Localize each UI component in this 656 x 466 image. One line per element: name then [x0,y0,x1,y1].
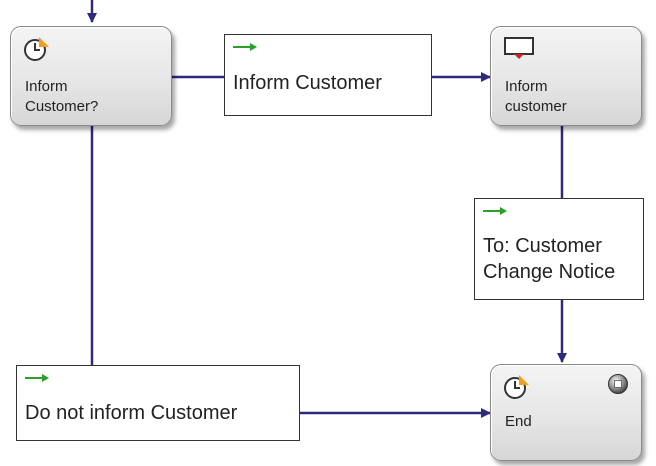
transition-arrow-icon [25,374,49,382]
transition-label-text: Inform Customer [233,72,382,94]
decision-node-inform-customer[interactable]: Inform Customer? [10,26,172,126]
transition-arrow-icon [483,207,507,215]
transition-label-inform-customer[interactable]: Inform Customer [224,34,432,116]
stop-icon [608,374,628,394]
transition-label-text: Do not inform Customer [25,402,238,424]
node-label: End [505,413,532,430]
transition-arrow-icon [233,43,257,51]
transition-label-to-customer-change-notice[interactable]: To: Customer Change Notice [474,198,644,300]
node-label: Inform customer [505,78,567,115]
end-node[interactable]: End [490,364,642,461]
transition-label-do-not-inform[interactable]: Do not inform Customer [16,365,300,441]
transition-label-text: To: Customer Change Notice [483,235,616,283]
notification-icon [504,37,534,59]
clock-icon [504,375,529,399]
activity-node-inform-customer[interactable]: Inform customer [490,26,642,126]
clock-icon [24,37,49,61]
node-label: Inform Customer? [25,78,99,115]
